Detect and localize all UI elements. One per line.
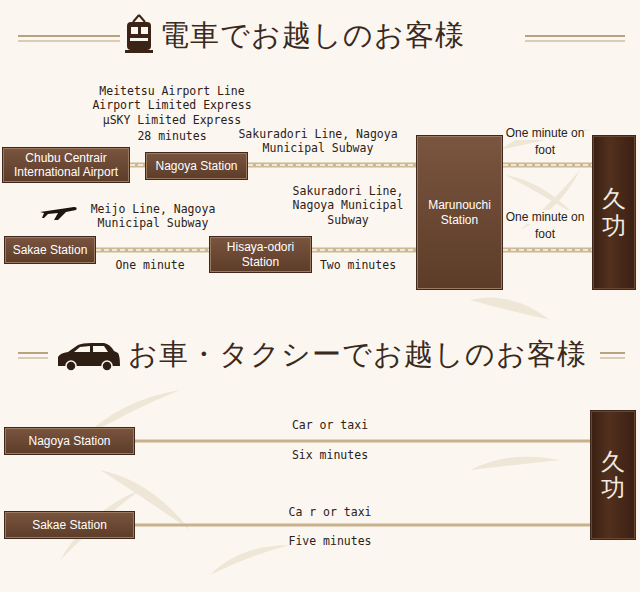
route-group (96, 250, 209, 251)
edge-label-holder: 28 minutes (122, 129, 222, 143)
rail-ties (248, 164, 416, 166)
logo-box: 久功 (592, 135, 636, 290)
heading-rule (18, 36, 625, 358)
station-name: Sakae Station (29, 518, 110, 532)
rail-connector (130, 163, 145, 168)
rail-connector (503, 248, 592, 253)
station-name: Chubu Centrair International Airport (3, 151, 129, 180)
logo-text: 久功 (602, 186, 626, 239)
airplane-icon (40, 207, 77, 220)
route-group (312, 250, 416, 251)
route-note: Sakuradori Line, Nagoya Municipal Subway (283, 184, 413, 227)
route-time: One minute (115, 258, 184, 272)
edge-label-holder: Sakuradori Line, Nagoya Municipal Subway (230, 127, 406, 156)
route-time: One minute on foot (506, 126, 585, 157)
route-group (130, 165, 145, 166)
edge-label-holder: Five minutes (270, 534, 390, 548)
route-time: Sakuradori Line, Nagoya Municipal Subway (238, 127, 397, 155)
rail-ties (96, 249, 209, 251)
station-name: Nagoya Station (25, 434, 113, 448)
station-box: Sakae Station (4, 511, 135, 539)
edge-label-holder: One minute on foot (503, 209, 587, 244)
rail-ties (503, 164, 592, 166)
station-name: Marunouchi Station (417, 198, 502, 227)
route-group (135, 525, 590, 526)
route-note: Meitetsu Airport Line Airport Limited Ex… (88, 84, 256, 127)
station-name: Sakae Station (10, 243, 91, 257)
train-icon (125, 15, 153, 53)
station-name: Nagoya Station (152, 159, 240, 173)
road-connector (135, 524, 590, 527)
station-box: Sakae Station (4, 236, 96, 264)
route-note: Car or taxi (270, 418, 390, 432)
route-note: Meijo Line, Nagoya Municipal Subway (83, 202, 223, 231)
route-group (503, 165, 592, 166)
rail-ties (503, 249, 592, 251)
station-box: Nagoya Station (4, 427, 135, 455)
rail-connector (312, 248, 416, 253)
route-note: Ca r or taxi (270, 505, 390, 519)
station-name: Hisaya-odori Station (210, 240, 311, 269)
car-icon (58, 343, 120, 371)
rail-connector (503, 163, 592, 168)
road-connector (135, 440, 590, 443)
section-heading: お車・タクシーでお越しのお客様 (128, 335, 587, 375)
logo-text: 久功 (601, 449, 625, 502)
station-box: Hisaya-odori Station (209, 236, 312, 273)
rail-connector (248, 163, 416, 168)
edge-label-holder: One minute on foot (503, 125, 587, 160)
section-heading: 電車でお越しのお客様 (160, 16, 465, 56)
route-time: One minute on foot (506, 210, 585, 241)
route-group (503, 250, 592, 251)
route-time: Five minutes (288, 534, 371, 548)
route-group (248, 165, 416, 166)
rail-connector (96, 248, 209, 253)
route-time: Two minutes (320, 258, 396, 272)
edge-label-holder: One minute (100, 258, 200, 272)
station-box: Nagoya Station (145, 152, 248, 180)
route-group (135, 441, 590, 442)
station-box: Marunouchi Station (416, 135, 503, 290)
route-time: 28 minutes (137, 129, 206, 143)
edge-label-holder: Six minutes (270, 448, 390, 462)
rail-ties (130, 164, 145, 166)
route-time: Six minutes (292, 448, 368, 462)
station-box: Chubu Centrair International Airport (2, 147, 130, 183)
logo-box: 久功 (590, 410, 636, 540)
edge-label-holder: Two minutes (308, 258, 408, 272)
bamboo-leaves (60, 128, 590, 576)
rail-ties (312, 249, 416, 251)
